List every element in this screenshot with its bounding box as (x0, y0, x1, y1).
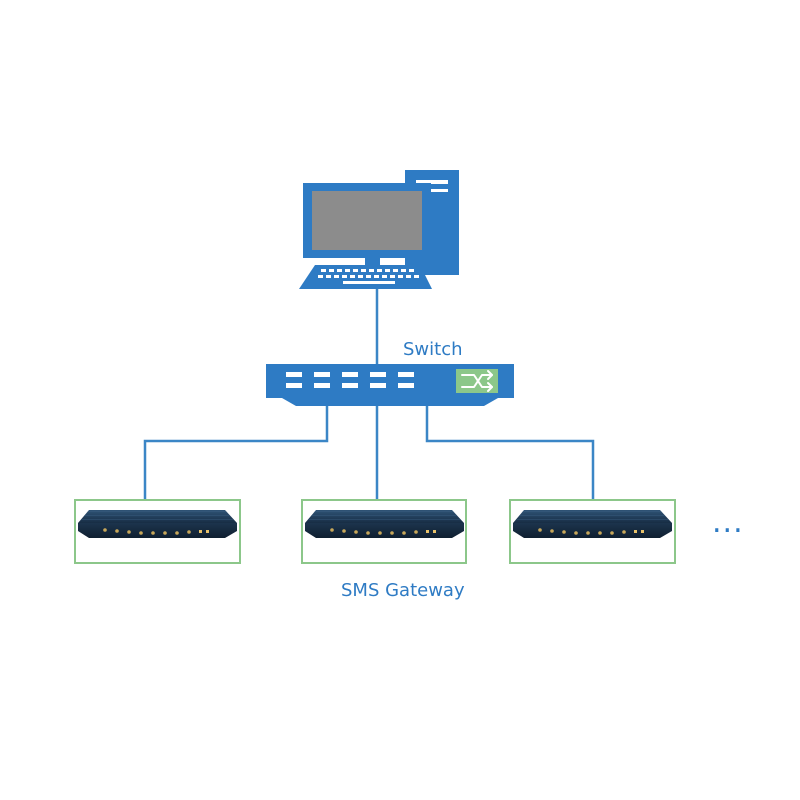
connection-lines (143, 288, 595, 500)
gateway-2 (301, 499, 467, 564)
link-switch-gateway-3 (425, 401, 595, 500)
sms-gateway-device (78, 510, 237, 538)
gateway-3 (509, 499, 676, 564)
switch-arrows-icon (456, 369, 498, 393)
switch-ports (286, 372, 414, 388)
computer-icon (299, 170, 459, 289)
gateway-1 (74, 499, 241, 564)
sms-gateway-device (305, 510, 464, 538)
sms-gateway-device (513, 510, 672, 538)
switch-label: Switch (403, 339, 463, 360)
link-switch-gateway-1 (143, 401, 329, 500)
sms-gateway-label: SMS Gateway (341, 580, 465, 601)
more-gateways-ellipsis: ... (712, 505, 744, 540)
network-switch-icon (266, 364, 514, 406)
